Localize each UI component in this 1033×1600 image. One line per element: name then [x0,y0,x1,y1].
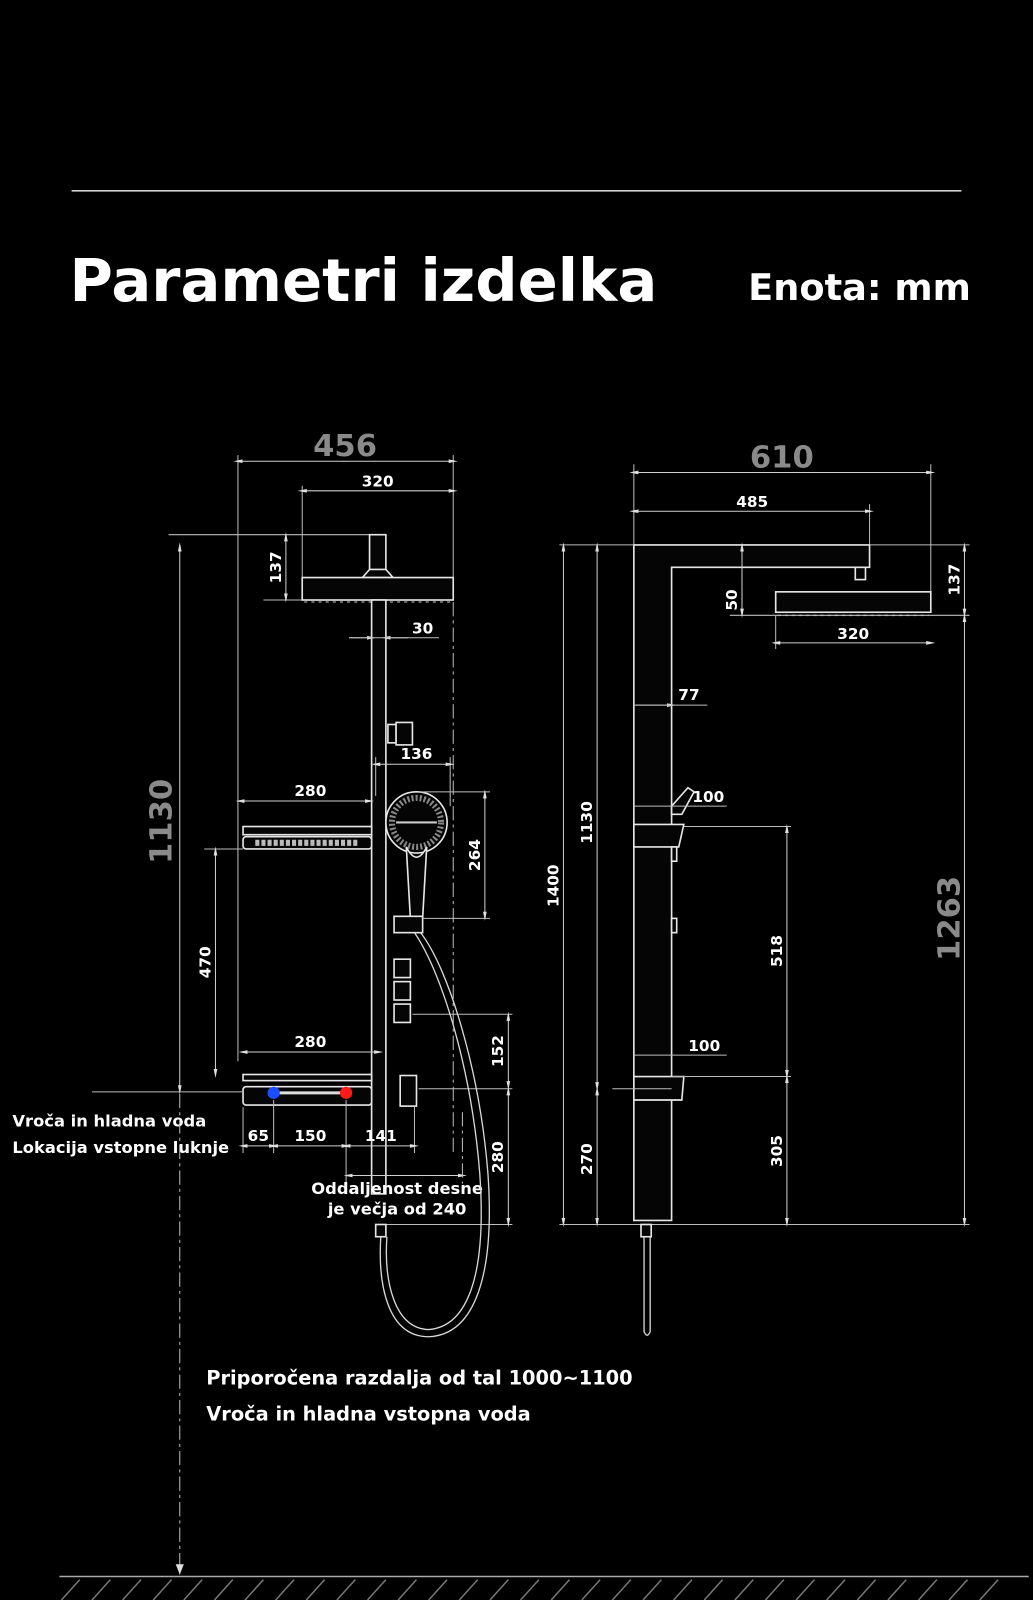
floor-hatch [60,1579,999,1600]
bottom-shelf [242,1073,373,1082]
dim-456: 456 [313,429,377,464]
dim-136: 136 [401,745,433,763]
dim-320: 320 [362,473,394,491]
dim-137-side: 137 [945,564,963,596]
overhead-shower-head [301,576,455,601]
dim-1130-side: 1130 [578,801,596,844]
dim-100-top: 100 [692,788,724,806]
dim-485: 485 [736,493,768,511]
dim-280-inlet: 280 [489,1141,507,1173]
dim-320-side: 320 [837,625,869,643]
note-floor-1: Priporočena razdalja od tal 1000~1100 [206,1367,632,1390]
note-inlet-2: Lokacija vstopne luknje [12,1138,229,1157]
dim-1400: 1400 [544,864,562,907]
side-panel [633,544,871,1222]
note-floor-2: Vroča in hladna vstopna voda [206,1402,530,1425]
dim-610: 610 [750,440,814,475]
shower-arm [368,533,387,573]
note-inlet-1: Vroča in hladna voda [12,1112,206,1131]
dim-518: 518 [768,935,786,967]
dim-100-bottom: 100 [688,1037,720,1055]
page-title: Parametri izdelka [70,246,658,315]
dim-280-top: 280 [294,782,326,800]
dim-1130-front: 1130 [145,779,180,864]
dim-50: 50 [723,589,741,610]
valve-button [393,1003,412,1024]
dim-137: 137 [267,551,285,583]
dim-305: 305 [768,1135,786,1167]
dim-141: 141 [365,1127,397,1145]
shower-hose [379,932,490,1338]
unit-label: Enota: mm [748,266,971,309]
hot-inlet-dot [339,1086,353,1099]
cold-inlet-dot [267,1086,280,1099]
valve-button [393,958,412,979]
dim-77: 77 [678,686,699,704]
shower-pipe [370,599,387,1195]
front-view: 456 320 137 30 136 264 28 [12,429,513,1338]
note-right-distance-1: Oddaljenost desne [311,1179,483,1198]
side-hose [643,1236,651,1336]
valve-button [393,980,412,1001]
dim-152: 152 [489,1035,507,1067]
top-shelf [242,825,373,836]
dim-30: 30 [412,620,433,638]
dim-65: 65 [248,1127,269,1145]
dim-264: 264 [466,839,484,871]
side-view: 610 485 50 137 320 77 100 100 [544,440,970,1336]
side-shower-head [774,591,932,614]
dim-280-bottom: 280 [294,1033,326,1051]
note-right-distance-2: je večja od 240 [327,1199,467,1218]
dim-470: 470 [196,946,214,978]
dim-1263: 1263 [932,876,967,961]
dim-270: 270 [578,1143,596,1175]
dim-150: 150 [294,1127,326,1145]
